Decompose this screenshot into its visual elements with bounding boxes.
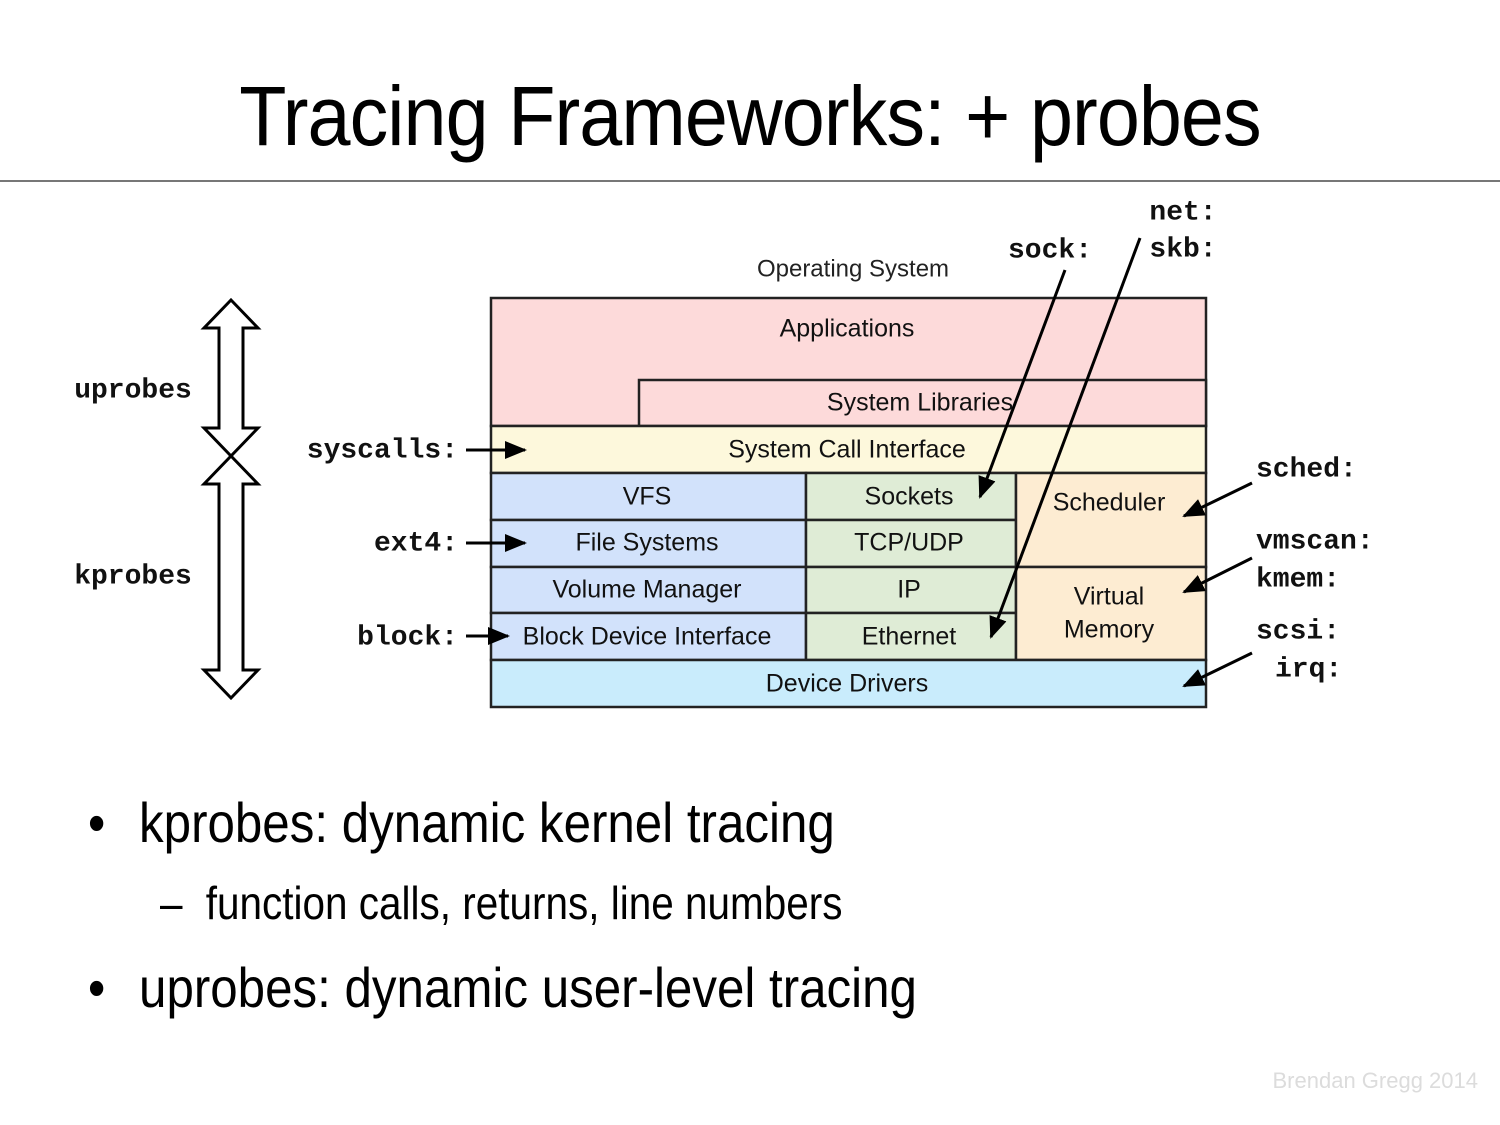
bullet-text: uprobes: dynamic user-level tracing (139, 956, 917, 1019)
bullet-dot: • (88, 791, 106, 854)
box-device-drivers: Device Drivers (489, 658, 1208, 709)
sub-bullet-item: –function calls, returns, line numbers (160, 876, 842, 930)
probe-kmem-label: kmem: (1256, 564, 1340, 595)
box-system-libraries: System Libraries (637, 378, 1208, 428)
box-system-call-interface-label: System Call Interface (728, 436, 966, 464)
probe-sock-label: sock: (1008, 235, 1092, 266)
box-virtual-memory: Virtual Memory (1014, 565, 1208, 662)
probe-net-label: net: (1149, 197, 1216, 228)
box-ip-label: IP (897, 576, 921, 604)
box-virtual-memory-label-line1: Virtual (1074, 583, 1144, 611)
box-vfs-label: VFS (623, 483, 672, 511)
probe-sched-label: sched: (1256, 454, 1357, 485)
probe-vmscan-kmem-arrow-icon (1182, 556, 1253, 594)
sub-bullet-dash: – (160, 877, 183, 929)
probe-syscalls-label: syscalls: (307, 435, 458, 466)
box-system-call-interface: System Call Interface (489, 424, 1208, 475)
bullet-dot: • (88, 956, 106, 1019)
box-ethernet-label: Ethernet (862, 623, 957, 651)
box-scheduler: Scheduler (1014, 471, 1208, 569)
footer-credit: Brendan Gregg 2014 (1272, 1068, 1479, 1093)
probe-skb-label: skb: (1149, 234, 1216, 265)
box-device-drivers-label: Device Drivers (766, 670, 929, 698)
box-tcp-udp: TCP/UDP (804, 518, 1018, 569)
bullet-text: kprobes: dynamic kernel tracing (139, 791, 835, 854)
box-vfs: VFS (489, 471, 808, 522)
box-volume-manager: Volume Manager (489, 565, 808, 615)
uprobes-label: uprobes (74, 375, 192, 406)
box-sockets-label: Sockets (865, 483, 954, 511)
slide-title: Tracing Frameworks: + probes (239, 69, 1261, 163)
box-volume-manager-label: Volume Manager (552, 576, 741, 604)
os-label: Operating System (757, 255, 949, 282)
box-virtual-memory-label-line2: Memory (1064, 616, 1155, 644)
probe-net-skb-arrow-icon (989, 237, 1142, 639)
probe-ext4-label: ext4: (374, 528, 458, 559)
box-tcp-udp-label: TCP/UDP (854, 529, 964, 557)
kprobes-label: kprobes (74, 561, 192, 592)
probe-vmscan-label: vmscan: (1256, 526, 1374, 557)
probe-sched-arrow-icon (1182, 481, 1253, 518)
probe-block-label: block: (357, 622, 458, 653)
box-file-systems-label: File Systems (575, 529, 718, 557)
box-applications-label: Applications (780, 315, 915, 343)
box-scheduler-label: Scheduler (1053, 489, 1166, 517)
probe-scsi-label: scsi: (1256, 616, 1340, 647)
box-file-systems: File Systems (489, 518, 808, 569)
probe-sock-arrow-icon (978, 269, 1067, 499)
box-system-libraries-label: System Libraries (827, 389, 1013, 417)
box-block-device-interface-label: Block Device Interface (523, 623, 772, 651)
box-sockets: Sockets (804, 471, 1018, 522)
bullet-item-uprobes: • uprobes: dynamic user-level tracing (88, 955, 917, 1020)
box-block-device-interface: Block Device Interface (489, 611, 808, 662)
box-ethernet: Ethernet (804, 611, 1018, 662)
uprobes-double-arrow-icon (200, 297, 262, 459)
sub-bullet-text: function calls, returns, line numbers (205, 877, 843, 929)
title-divider (0, 180, 1500, 182)
bullet-item-kprobes: • kprobes: dynamic kernel tracing (88, 790, 835, 855)
kprobes-double-arrow-icon (200, 453, 262, 701)
box-ip: IP (804, 565, 1018, 615)
probe-irq-label: irq: (1275, 654, 1342, 685)
probe-scsi-irq-arrow-icon (1182, 651, 1253, 688)
